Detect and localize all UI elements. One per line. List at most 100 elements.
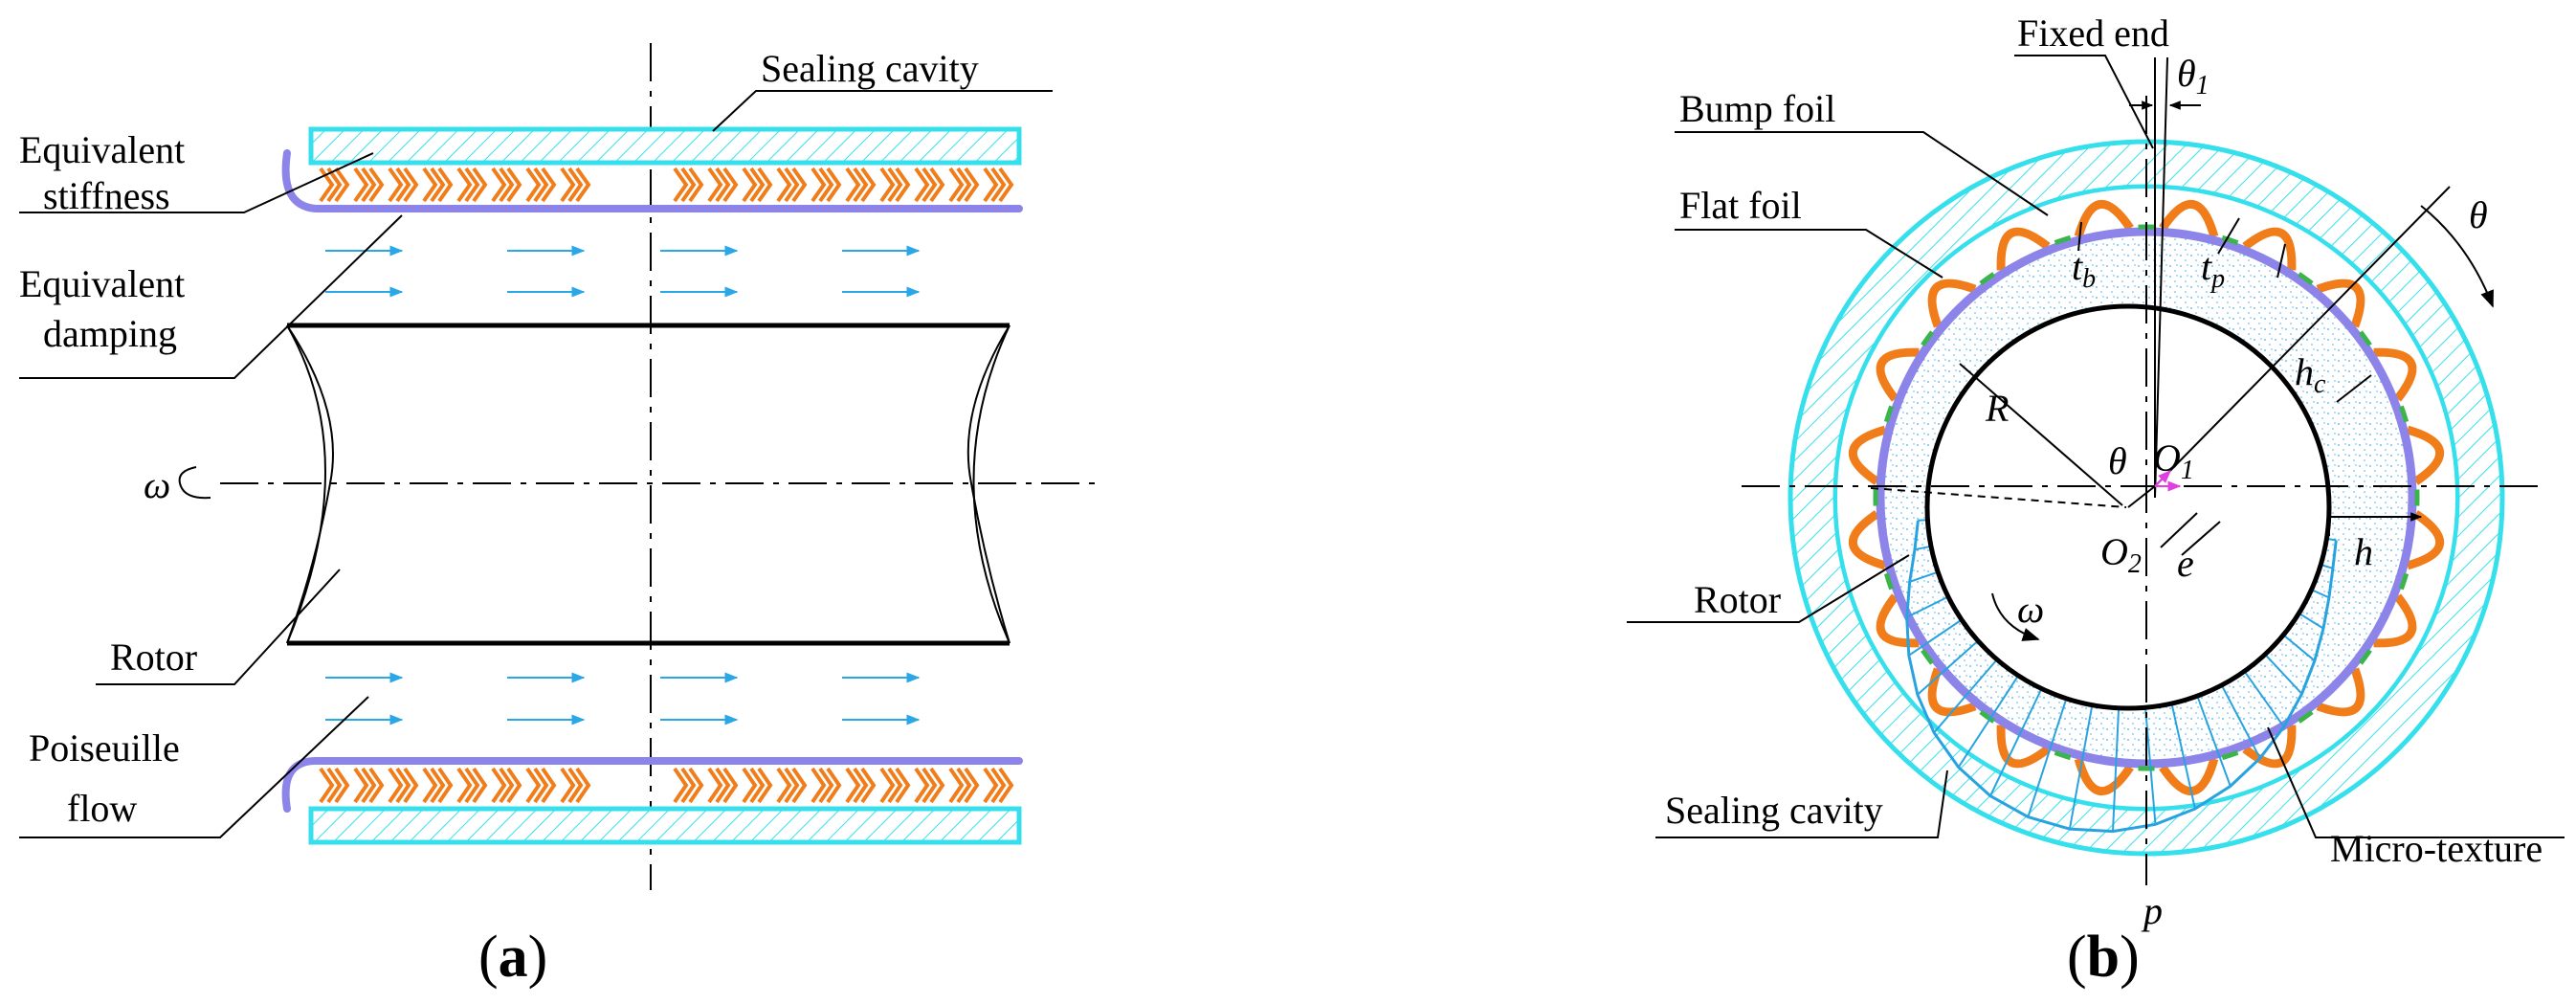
a-flow-arrows bbox=[325, 245, 921, 725]
bump-chevron bbox=[811, 167, 827, 203]
bump-chevron bbox=[533, 167, 549, 203]
pressure-ray bbox=[2068, 704, 2094, 830]
bump-chevron bbox=[722, 767, 739, 804]
texture-segment bbox=[1921, 330, 1935, 347]
bump-chevron bbox=[707, 767, 723, 804]
bump-chevron bbox=[742, 167, 758, 203]
bump-chevron bbox=[990, 767, 1007, 804]
b-symbol-tb: tb bbox=[2072, 245, 2096, 294]
pressure-ray bbox=[1989, 688, 2043, 797]
b-symbol-R: R bbox=[1985, 387, 2009, 430]
bump-chevron bbox=[326, 767, 343, 804]
bump-chevron bbox=[791, 767, 808, 804]
pressure-ray bbox=[1957, 675, 2020, 769]
bump-chevron bbox=[472, 767, 488, 804]
a-omega-symbol: ω bbox=[144, 463, 170, 506]
bump-chevron bbox=[853, 767, 869, 804]
bump-chevron bbox=[388, 767, 404, 804]
b-symbol-p: p bbox=[2141, 889, 2163, 932]
a-label-equivalent-damping-1: Equivalent bbox=[19, 262, 185, 305]
texture-segment bbox=[2221, 750, 2239, 761]
bump-chevron bbox=[860, 167, 877, 203]
bump-chevron bbox=[680, 767, 697, 804]
bump-chevron bbox=[914, 167, 930, 203]
a-bottom-bump-foil bbox=[319, 767, 1014, 804]
texture-segment bbox=[1979, 709, 1996, 724]
bump-arc bbox=[1876, 347, 1920, 402]
bump-chevron bbox=[368, 167, 385, 203]
a-label-equivalent-stiffness-1: Equivalent bbox=[19, 128, 185, 171]
bump-chevron bbox=[879, 167, 896, 203]
bump-chevron bbox=[879, 767, 896, 804]
bump-chevron bbox=[811, 767, 827, 804]
bump-chevron bbox=[403, 767, 419, 804]
bump-arc bbox=[2373, 593, 2417, 648]
b-symbol-theta1: θ1 bbox=[2177, 52, 2210, 100]
bump-chevron bbox=[319, 167, 335, 203]
bump-chevron bbox=[388, 167, 404, 203]
texture-segment bbox=[1921, 648, 1935, 665]
texture-segment bbox=[1883, 572, 1894, 591]
pressure-ray bbox=[2144, 707, 2157, 825]
pressure-ray bbox=[1917, 639, 1979, 696]
pressure-ray bbox=[1914, 545, 1932, 551]
bump-arc bbox=[2074, 757, 2134, 796]
a-label-equivalent-damping-2: damping bbox=[43, 312, 177, 355]
bump-chevron bbox=[353, 767, 369, 804]
b-symbol-O1: O1 bbox=[2153, 436, 2194, 485]
bump-chevron bbox=[757, 167, 773, 203]
bump-arc bbox=[2242, 227, 2297, 271]
bump-chevron bbox=[491, 767, 507, 804]
bump-chevron bbox=[784, 767, 800, 804]
bump-chevron bbox=[983, 767, 999, 804]
bump-arc bbox=[1996, 725, 2051, 769]
bump-chevron bbox=[361, 167, 377, 203]
bump-chevron bbox=[929, 767, 945, 804]
bump-chevron bbox=[983, 167, 999, 203]
bump-chevron bbox=[430, 167, 446, 203]
pressure-ray bbox=[2311, 589, 2330, 599]
bump-chevron bbox=[499, 167, 515, 203]
bump-chevron bbox=[506, 767, 522, 804]
pressure-ray bbox=[1908, 618, 1963, 657]
bump-chevron bbox=[964, 167, 980, 203]
bump-chevron bbox=[818, 767, 834, 804]
pressure-ray bbox=[2282, 634, 2316, 662]
pressure-ray bbox=[2220, 684, 2261, 759]
b-label-bump-foil: Bump foil bbox=[1679, 87, 1835, 130]
bump-chevron bbox=[456, 167, 473, 203]
b-symbol-tp: tp bbox=[2201, 245, 2225, 294]
bump-chevron bbox=[922, 767, 938, 804]
bump-chevron bbox=[395, 767, 411, 804]
bump-chevron bbox=[680, 167, 697, 203]
a-label-poiseuille-2: flow bbox=[67, 787, 137, 830]
bump-arc bbox=[2159, 757, 2219, 796]
bump-chevron bbox=[922, 167, 938, 203]
pressure-ray bbox=[2170, 703, 2196, 810]
bump-chevron bbox=[422, 167, 438, 203]
bump-chevron bbox=[319, 767, 335, 804]
bump-chevron bbox=[575, 767, 591, 804]
b-pressure-distribution bbox=[1905, 519, 2338, 834]
b-micro-texture bbox=[1873, 224, 2420, 771]
texture-segment bbox=[2297, 272, 2314, 286]
bump-arc bbox=[2316, 279, 2365, 328]
bump-chevron bbox=[541, 167, 557, 203]
b-symbol-theta-center: θ bbox=[2108, 439, 2127, 482]
b-omega-arrow bbox=[1991, 592, 2040, 641]
a-caption: (a) bbox=[478, 925, 547, 990]
b-symbol-omega: ω bbox=[2017, 588, 2044, 631]
bump-chevron bbox=[368, 767, 385, 804]
bump-chevron bbox=[456, 767, 473, 804]
bump-arc bbox=[2316, 667, 2365, 717]
a-label-equivalent-stiffness-2: stiffness bbox=[43, 174, 170, 217]
bump-chevron bbox=[437, 767, 454, 804]
bump-chevron bbox=[998, 767, 1014, 804]
b-symbol-h: h bbox=[2354, 530, 2373, 573]
bump-chevron bbox=[353, 167, 369, 203]
pressure-ray bbox=[1909, 570, 1939, 583]
bump-chevron bbox=[715, 167, 731, 203]
bump-chevron bbox=[948, 167, 965, 203]
bump-arc bbox=[2373, 347, 2417, 402]
